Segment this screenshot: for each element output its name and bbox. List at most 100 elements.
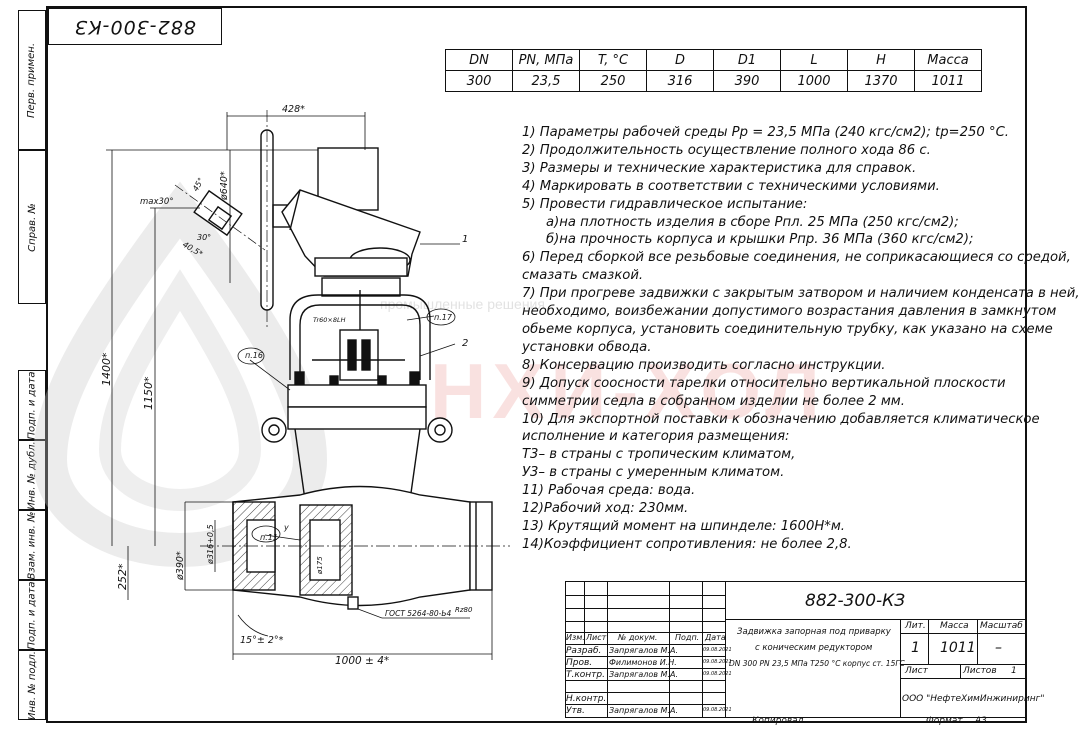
tb-date: 09.08.2021	[703, 707, 732, 713]
pos-11: п.11	[260, 533, 278, 542]
note-line: 9) Допуск соосности тарелки относительно…	[522, 375, 1006, 391]
note-line: 14)Коэффициент сопротивления: не более 2…	[522, 536, 852, 552]
note-line: а)на плотность изделия в сборе Рпл. 25 М…	[546, 214, 959, 230]
dim-1400: 1400*	[100, 352, 113, 386]
callout-2: 2	[462, 338, 468, 349]
watermark-text: НХИ-ХОЛ	[430, 347, 826, 435]
technical-notes: 1) Параметры рабочей среды Рр = 23,5 МПа…	[522, 124, 1080, 554]
tb-sheet-label: Лист	[905, 666, 928, 676]
tb-person: Запрягалов М.А.	[609, 670, 678, 679]
tb-role: Н.контр.	[566, 694, 607, 704]
dim-175: ø175	[316, 556, 324, 575]
tb-col-doc: № докум.	[618, 633, 658, 642]
tb-col-izm: Изм.	[566, 633, 585, 642]
tb-mass-value: 1011	[940, 640, 976, 656]
tb-company: ООО "НефтеХимИнжиниринг"	[902, 694, 1045, 704]
param-header: D1	[713, 49, 781, 71]
tb-date: 09.08.2021	[703, 659, 732, 665]
tb-person: Запрягалов М.А.	[609, 646, 678, 655]
dim-max30: max30°	[140, 197, 174, 207]
note-line: 6) Перед сборкой все резьбовые соединени…	[522, 250, 1071, 266]
tb-person: Запрягалов М.А.	[609, 706, 678, 715]
tb-date: 09.08.2021	[703, 671, 732, 677]
dim-640: ø640*	[219, 171, 230, 201]
bevel-reducer	[281, 189, 421, 277]
param-header: DN	[445, 49, 513, 71]
param-value: 316	[646, 70, 714, 92]
note-line: 10) Для экспортной поставки к обозначени…	[522, 411, 1040, 427]
note-line: 2) Продолжительность осуществление полно…	[522, 142, 931, 158]
param-value: 1370	[847, 70, 915, 92]
tb-name-2: с коническим редуктором	[755, 643, 873, 653]
dim-1000: 1000 ± 4*	[335, 655, 389, 667]
left-strip: Перв. примен. Справ. № Подп. и дата Инв.…	[18, 10, 46, 720]
strip-cell-sign-date-2: Подп. и дата	[18, 580, 46, 650]
note-line: смазать смазкой.	[522, 268, 644, 284]
tb-role: Пров.	[566, 658, 593, 668]
note-line: б)на прочность корпуса и крышки Рпр. 36 …	[546, 232, 974, 248]
param-header: T, °C	[579, 49, 647, 71]
mark-y: у	[283, 523, 289, 532]
valve-drawing: 428* ø640* 1400* 1150* 252* ø390* ø316+0…	[100, 104, 510, 667]
tb-role: Утв.	[566, 706, 585, 716]
parameter-table: DN PN, МПа T, °C D D1 L H Масса 300 23,5…	[445, 49, 982, 92]
strip-cell-sign-date-1: Подп. и дата	[18, 370, 46, 440]
param-value-row: 300 23,5 250 316 390 1000 1370 1011	[445, 70, 982, 92]
note-line: обьеме корпуса, установить соединительну…	[522, 321, 1053, 337]
param-header: PN, МПа	[512, 49, 580, 71]
thread-label: Tr60×8LH	[313, 316, 346, 324]
note-line: 7) При прогреве задвижки с закрытым затв…	[522, 286, 1080, 302]
param-value: 250	[579, 70, 647, 92]
tb-role: Разраб.	[566, 646, 602, 656]
format-label: Формат	[926, 716, 963, 726]
tb-name-3: DN 300 PN 23,5 МПа Т250 °С корпус ст. 15…	[729, 659, 905, 668]
strip-cell-dup-inv: Инв. № дубл.	[18, 440, 46, 510]
copied-label: Копировал	[752, 716, 804, 726]
tb-col-sign: Подп.	[675, 633, 700, 642]
note-line: У3– в страны с умеренным климатом.	[522, 465, 785, 481]
callout-1: 1	[462, 234, 468, 245]
dim-45: 45°	[191, 176, 206, 193]
tb-date: 09.08.2021	[703, 647, 732, 653]
param-value: 23,5	[512, 70, 580, 92]
param-header-row: DN PN, МПа T, °C D D1 L H Масса	[445, 49, 982, 71]
title-block: 882-300-КЗ Задвижка запорная под приварк…	[565, 581, 1044, 721]
note-line: Т3– в страны с тропическим климатом,	[522, 447, 796, 463]
tb-lit-value: 1	[911, 640, 920, 656]
dim-30: 30°	[197, 233, 211, 242]
tb-name-1: Задвижка запорная под приварку	[737, 627, 891, 637]
tb-sheets-label: Листов	[963, 666, 997, 676]
strip-cell-replace-inv: Взам. инв. №	[18, 510, 46, 580]
param-value: 1011	[914, 70, 982, 92]
dim-1150: 1150*	[142, 376, 155, 410]
param-value: 300	[445, 70, 513, 92]
roughness: Rz80	[455, 606, 473, 614]
note-line: симметрии седла в собранном изделии не б…	[522, 393, 905, 409]
dim-40-5: 40,5*	[181, 240, 204, 259]
tb-lit-label: Лит.	[905, 621, 926, 631]
note-line: 4) Маркировать в соответствии с техничес…	[522, 178, 940, 194]
note-line: 8) Консервацию производить согласно инст…	[522, 357, 886, 373]
weld-note: ГОСТ 5264-80-Ь4	[385, 609, 451, 618]
param-value: 390	[713, 70, 781, 92]
pos-17: п.17	[434, 313, 453, 322]
note-line: 11) Рабочая среда: вода.	[522, 483, 696, 499]
note-line: исполнение и категория размещения:	[522, 429, 790, 445]
dim-316: ø316+0,5	[206, 524, 215, 565]
tb-sheets-value: 1	[1011, 666, 1017, 676]
rotated-code-stamp: 882-300-КЗ	[48, 8, 222, 45]
param-value: 1000	[780, 70, 848, 92]
tb-col-list: Лист	[586, 633, 607, 642]
dim-252: 252*	[116, 563, 129, 590]
note-line: 12)Рабочий ход: 230мм.	[522, 501, 689, 517]
note-line: 1) Параметры рабочей среды Рр = 23,5 МПа…	[522, 125, 1009, 140]
strip-cell-orig-inv: Инв. № подл.	[18, 650, 46, 720]
tb-role: Т.контр.	[566, 670, 606, 680]
tb-scale-value: –	[995, 640, 1002, 656]
note-line: 13) Крутящий момент на шпинделе: 1600Н*м…	[522, 518, 845, 534]
param-header: Масса	[914, 49, 982, 71]
dim-428: 428*	[282, 104, 305, 115]
param-header: D	[646, 49, 714, 71]
drawing-frame	[46, 6, 1027, 723]
format-value: А3	[975, 716, 987, 726]
